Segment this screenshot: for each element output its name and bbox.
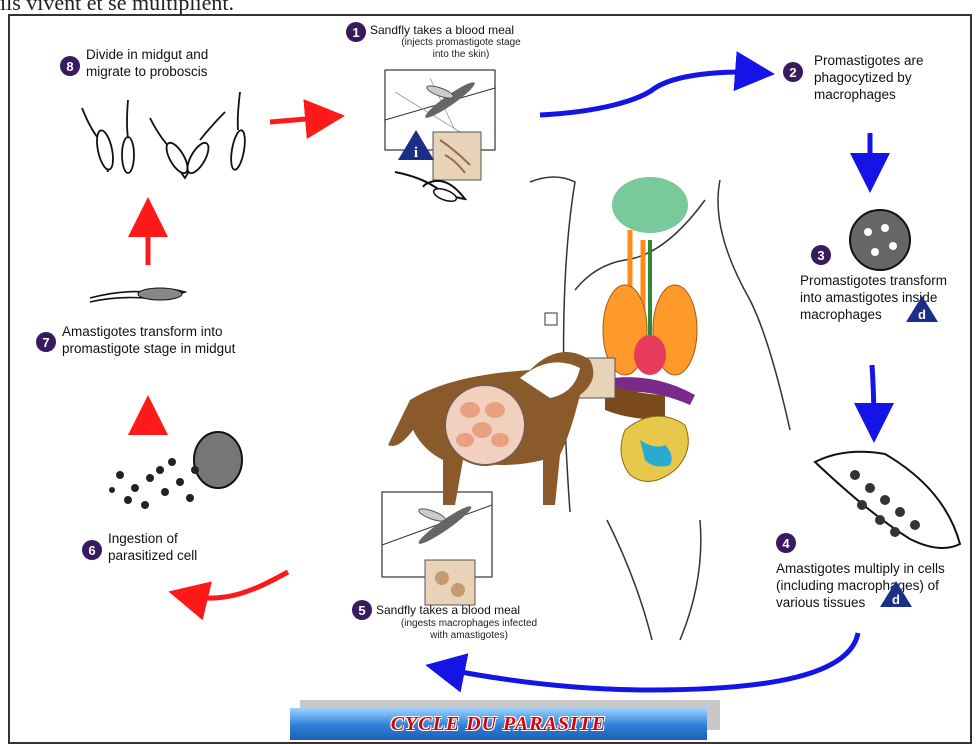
arrow-8-to-1 [270, 117, 330, 122]
step-4-line-3: various tissues [776, 594, 865, 611]
arrow-3-to-4 [872, 365, 874, 428]
step-6-line-1: Ingestion of [108, 530, 178, 547]
midgut-promastigote [90, 288, 185, 302]
dog-reservoir [388, 352, 593, 505]
parasitized-cells [109, 432, 242, 509]
dividing-promastigotes [82, 92, 247, 178]
step-5-sub1: (ingests macrophages infected [376, 618, 562, 630]
step-4-line-2: (including macrophages) of [776, 577, 939, 594]
step-4-number: 4 [776, 533, 796, 553]
step-5-number: 5 [352, 600, 372, 620]
step-5-title: Sandfly takes a blood meal [376, 602, 576, 619]
step-2-number: 2 [783, 62, 803, 82]
arrow-5-to-6 [183, 572, 288, 598]
step-3-line-3: macrophages [800, 306, 882, 323]
step-5-sub2: with amastigotes) [376, 630, 562, 642]
step-7-number: 7 [36, 332, 56, 352]
infected-tissue-cell [815, 452, 960, 548]
arrow-1-to-2 [540, 72, 760, 115]
sandfly-skin-illustration-5 [382, 492, 492, 605]
step-2-line-3: macrophages [814, 86, 896, 103]
step-8-line-2: migrate to proboscis [86, 63, 208, 80]
step-3-number: 3 [811, 245, 831, 265]
step-7-line-2: promastigote stage in midgut [62, 340, 235, 357]
step-2-line-2: phagocytized by [814, 69, 912, 86]
banner-title: CYCLE DU PARASITE [391, 713, 607, 736]
step-3-line-2: into amastigotes inside [800, 289, 937, 306]
sandfly-skin-illustration-1 [385, 70, 495, 180]
step-6-number: 6 [82, 540, 102, 560]
step-7-line-1: Amastigotes transform into [62, 323, 223, 340]
step-6-line-2: parasitized cell [108, 547, 197, 564]
step-1-sub2: into the skin) [368, 49, 554, 61]
step-4-line-1: Amastigotes multiply in cells [776, 560, 945, 577]
macrophage-with-amastigotes [850, 210, 910, 270]
step-8-number: 8 [60, 56, 80, 76]
step-1-number: 1 [346, 22, 366, 42]
step-8-line-1: Divide in midgut and [86, 46, 208, 63]
step-3-line-1: Promastigotes transform [800, 272, 947, 289]
step-2-line-1: Promastigotes are [814, 52, 924, 69]
cycle-banner: CYCLE DU PARASITE [290, 708, 707, 740]
step-1-sub1: (injects promastigote stage [368, 37, 554, 49]
